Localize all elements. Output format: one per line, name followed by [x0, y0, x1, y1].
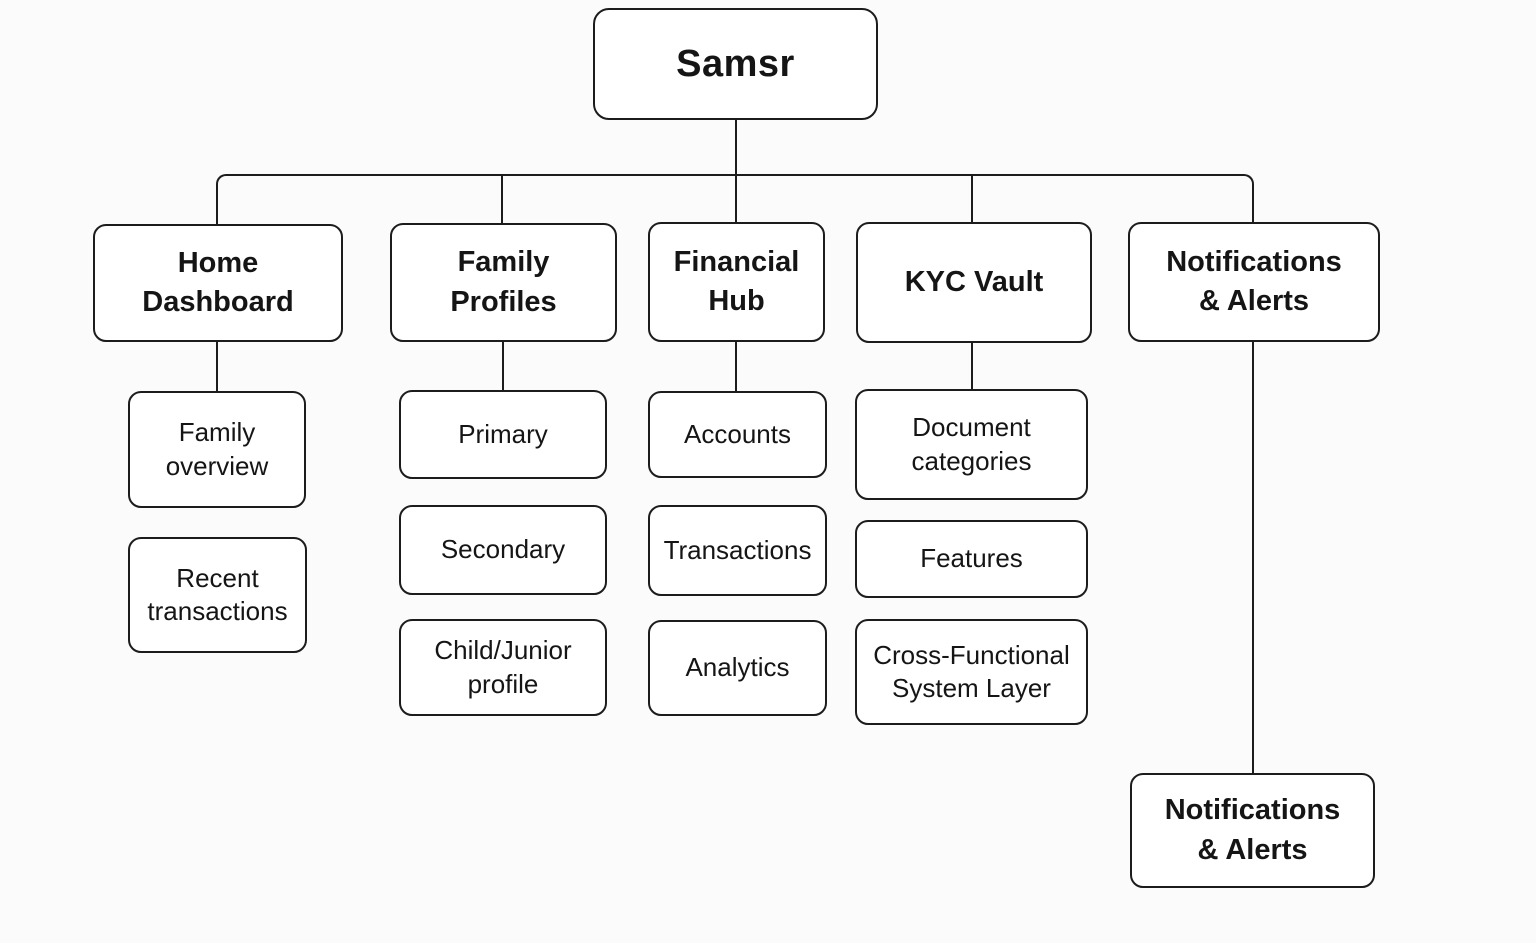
- node-child-junior-profile: Child/Junior profile: [399, 619, 607, 716]
- node-primary: Primary: [399, 390, 607, 479]
- node-home-dashboard: Home Dashboard: [93, 224, 343, 342]
- connector-financial-hub-to-accounts: [735, 342, 737, 391]
- node-transactions: Transactions: [648, 505, 827, 596]
- connector-drop-kyc-vault: [971, 176, 973, 223]
- connector-horizontal-bus: [216, 174, 1254, 224]
- node-accounts: Accounts: [648, 391, 827, 478]
- connector-home-dashboard-to-family-overview: [216, 342, 218, 391]
- node-cross-functional-system-layer: Cross-Functional System Layer: [855, 619, 1088, 725]
- connector-family-profiles-to-primary: [502, 342, 504, 390]
- connector-notifications-to-notifications-child: [1252, 341, 1254, 773]
- node-features: Features: [855, 520, 1088, 598]
- node-samsr-root: Samsr: [593, 8, 878, 120]
- node-kyc-vault: KYC Vault: [856, 222, 1092, 343]
- node-family-profiles: Family Profiles: [390, 223, 617, 342]
- node-family-overview: Family overview: [128, 391, 306, 508]
- node-financial-hub: Financial Hub: [648, 222, 825, 342]
- node-notifications-alerts: Notifications & Alerts: [1128, 222, 1380, 342]
- node-document-categories: Document categories: [855, 389, 1088, 500]
- node-notifications-alerts-child: Notifications & Alerts: [1130, 773, 1375, 888]
- node-recent-transactions: Recent transactions: [128, 537, 307, 653]
- connector-drop-family-profiles: [501, 176, 503, 224]
- node-secondary: Secondary: [399, 505, 607, 595]
- node-analytics: Analytics: [648, 620, 827, 716]
- connector-kyc-vault-to-document-categories: [971, 343, 973, 389]
- connector-root-to-bus: [735, 118, 737, 225]
